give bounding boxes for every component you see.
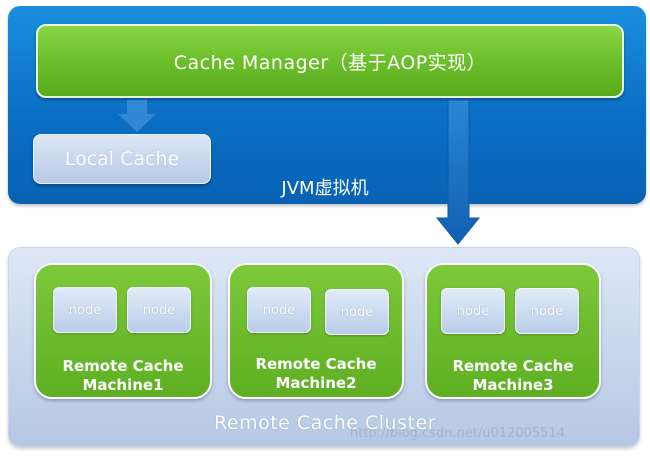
node-label: node [340, 304, 374, 320]
node-box: node [53, 287, 117, 333]
node-box: node [515, 288, 579, 334]
machine-label-line2: Machine2 [275, 374, 357, 392]
machine-label-line2: Machine1 [82, 376, 164, 394]
node-box: node [247, 287, 311, 333]
node-box: node [441, 288, 505, 334]
machine-label-line1: Remote Cache [255, 355, 377, 373]
remote-cache-machine-2: node node Remote Cache Machine2 [228, 263, 404, 399]
remote-cache-machine-1: node node Remote Cache Machine1 [34, 263, 212, 399]
machine-label-line2: Machine3 [472, 376, 554, 394]
watermark: http://blog.csdn.net/u012005514 [350, 426, 565, 441]
cache-manager-label: Cache Manager（基于AOP实现） [173, 51, 487, 74]
node-label: node [530, 303, 564, 319]
remote-cache-machine-3: node node Remote Cache Machine3 [425, 263, 601, 399]
node-box: node [325, 289, 389, 335]
local-cache-label: Local Cache [64, 148, 180, 170]
machine-label-line1: Remote Cache [452, 357, 574, 375]
cluster-label: Remote Cache Cluster [214, 412, 436, 434]
arrow-to-remote-cluster [435, 99, 481, 245]
local-cache-box: Local Cache [33, 134, 211, 184]
arrow-to-local-cache [118, 100, 156, 132]
node-label: node [262, 302, 296, 318]
node-box: node [127, 287, 191, 333]
node-label: node [456, 303, 490, 319]
cache-manager-box: Cache Manager（基于AOP实现） [36, 24, 624, 98]
jvm-label: JVM虚拟机 [281, 178, 369, 199]
node-label: node [68, 302, 102, 318]
machine-label-line1: Remote Cache [62, 357, 184, 375]
node-label: node [142, 302, 176, 318]
